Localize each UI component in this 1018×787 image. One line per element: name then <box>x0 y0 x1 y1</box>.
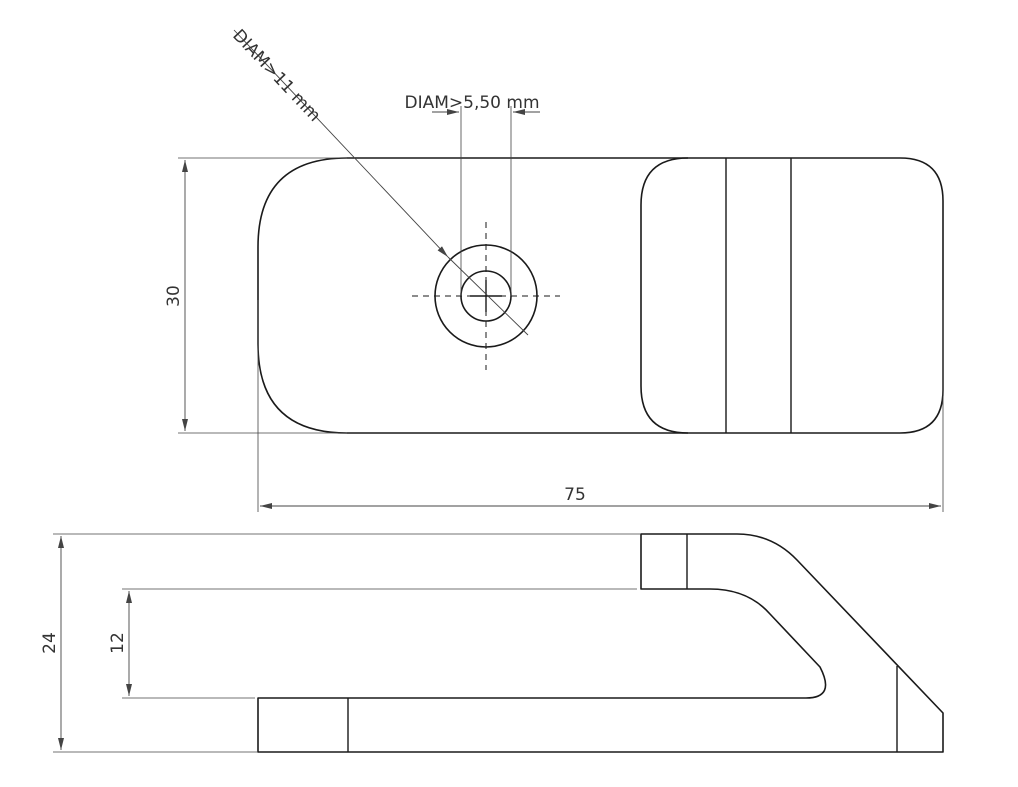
top-view: 30 75 DIAM>11 mm DIAM>5,50 mm <box>164 26 944 512</box>
top-view-outline <box>257 157 944 434</box>
inner-hole-callout: DIAM>5,50 mm <box>404 93 539 113</box>
side-view-outline <box>257 533 944 753</box>
height-dimension-label: 24 <box>40 632 60 654</box>
side-view: 24 12 <box>40 533 944 753</box>
height-dimension-label: 30 <box>164 285 184 307</box>
outer-hole-leader-line <box>233 29 449 258</box>
top-view-raised-pad <box>640 157 689 434</box>
outer-hole-callout: DIAM>11 mm <box>228 26 324 126</box>
width-dimension-label: 75 <box>564 485 586 505</box>
gap-dimension-label: 12 <box>108 632 128 654</box>
